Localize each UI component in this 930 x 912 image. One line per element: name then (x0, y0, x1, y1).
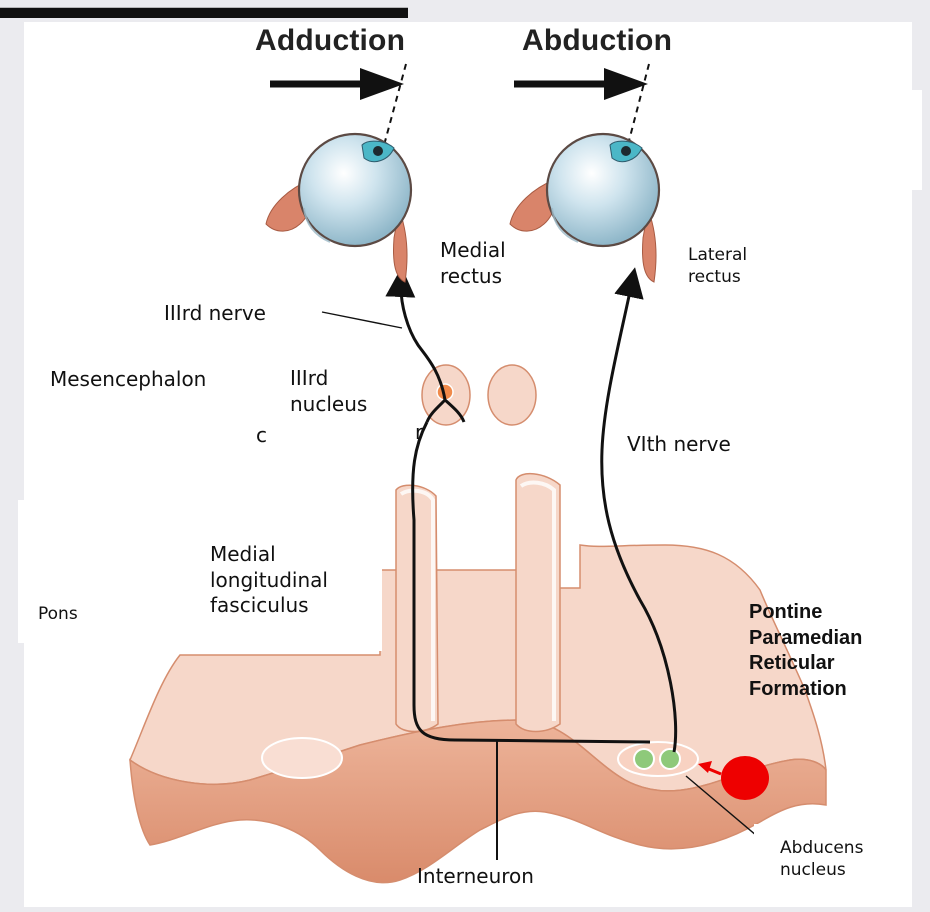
abduction-title: Abduction (522, 22, 672, 60)
sixth-nerve-label: VIth nerve (627, 432, 731, 458)
interneuron-label: Interneuron (417, 864, 534, 890)
abducens-neuron-right (660, 749, 680, 769)
mlf-label: Medial longitudinal fasciculus (210, 542, 328, 619)
pons-label: Pons (38, 604, 78, 626)
stray-c-label: c (256, 423, 267, 449)
left-edge-gap (18, 500, 28, 590)
pprf-label: Pontine Paramedian Reticular Formation (749, 600, 862, 702)
lateral-rectus-label: Lateral rectus (688, 245, 747, 289)
medial-rectus-label: Medial rectus (440, 238, 506, 289)
abducens-nucleus-label: Abducens nucleus (780, 838, 863, 882)
adduction-title: Adduction (255, 22, 405, 60)
stray-r-label: r (415, 420, 423, 446)
sixth-nerve-cover-box (744, 454, 808, 472)
third-nucleus-label: IIIrd nucleus (290, 366, 367, 417)
mesencephalon-label: Mesencephalon (50, 367, 206, 393)
right-edge-gap (912, 90, 922, 190)
abducens-neuron-left (634, 749, 654, 769)
third-nerve-label: IIIrd nerve (164, 301, 266, 327)
